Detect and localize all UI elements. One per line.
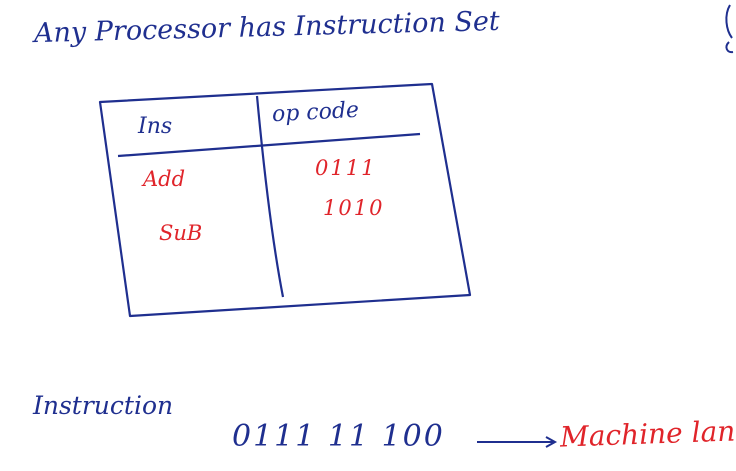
instruction-add: Add — [143, 167, 186, 191]
arrow-icon — [545, 436, 558, 448]
edge-mark — [725, 4, 734, 54]
instruction-sub: SuB — [159, 221, 203, 245]
table-border — [98, 82, 472, 318]
table-column-divider — [255, 95, 285, 298]
opcode-add: 0111 — [315, 156, 377, 180]
instruction-label: Instruction — [33, 391, 174, 420]
column-header-ins: Ins — [138, 114, 173, 139]
opcode-sub: 1010 — [323, 196, 385, 220]
column-header-opcode: op code — [271, 97, 360, 128]
binary-instruction: 0111 11 100 — [232, 419, 445, 454]
table-header-divider — [117, 132, 421, 158]
